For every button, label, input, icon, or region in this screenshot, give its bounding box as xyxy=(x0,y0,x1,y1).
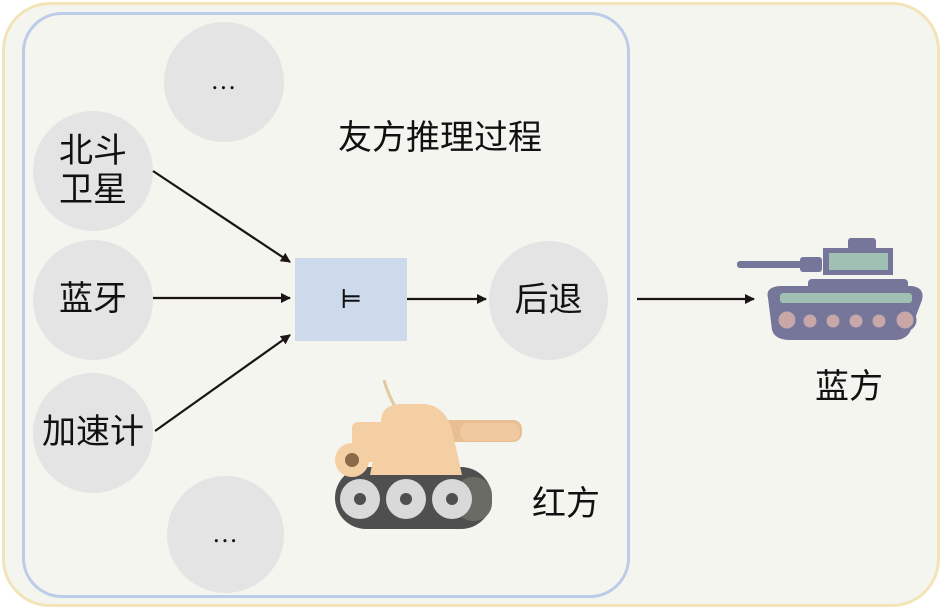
red-side-label: 红方 xyxy=(532,484,600,524)
beidou-line2: 卫星 xyxy=(59,170,127,210)
arrow-accelerometer-to-inference xyxy=(154,334,291,432)
conclusion-node: 后退 xyxy=(489,241,608,360)
input-node-ellipsis-top: ... xyxy=(164,22,284,142)
input-node-accelerometer: 加速计 xyxy=(33,373,153,493)
entailment-symbol: ⊨ xyxy=(339,284,363,315)
inference-box: ⊨ xyxy=(295,258,407,341)
red-tank-icon xyxy=(335,379,522,529)
diagram-title: 友方推理过程 xyxy=(338,118,542,158)
friendly-reasoning-frame xyxy=(22,12,630,598)
blue-tank-icon xyxy=(737,238,923,340)
ellipsis-text: ... xyxy=(211,67,237,96)
arrow-beidou-to-inference xyxy=(152,170,291,263)
blue-side-label: 蓝方 xyxy=(815,367,883,407)
input-node-beidou: 北斗卫星 xyxy=(33,111,153,231)
conclusion-label: 后退 xyxy=(514,279,583,320)
input-node-bluetooth: 蓝牙 xyxy=(33,240,153,360)
beidou-line1: 北斗 xyxy=(59,130,127,171)
ellipsis-text: ... xyxy=(212,519,239,548)
bluetooth-label: 蓝牙 xyxy=(59,279,127,320)
beidou-label: 北斗卫星 xyxy=(59,130,127,210)
input-node-ellipsis-bottom: ... xyxy=(167,476,284,593)
accelerometer-label: 加速计 xyxy=(42,412,144,453)
